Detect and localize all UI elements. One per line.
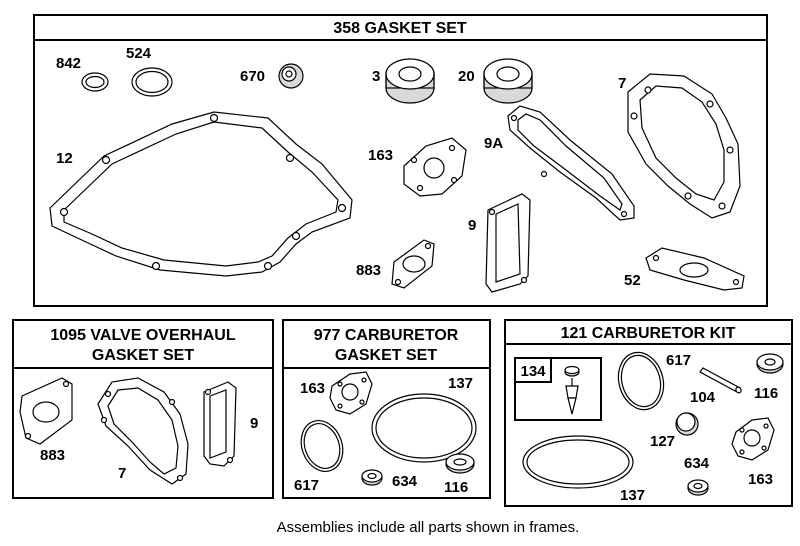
label-116-kit: 116 — [754, 385, 778, 402]
part-617-o-ring — [617, 351, 665, 411]
part-883-exhaust-gasket — [19, 377, 73, 445]
part-137-float-bowl-gasket — [522, 435, 634, 489]
label-883: 883 — [356, 262, 381, 279]
frame-1095-title-line2: GASKET SET — [92, 347, 194, 364]
label-127: 127 — [650, 433, 675, 450]
label-7-valve: 7 — [118, 465, 126, 482]
frame-121-border — [504, 319, 793, 507]
part-12-crankcase-gasket — [49, 111, 353, 277]
sub-box-134-label-box — [514, 357, 552, 383]
label-137-carb: 137 — [448, 375, 473, 392]
sub-box-134-border — [514, 357, 602, 421]
frame-977-title-line1: 977 CARBURETOR — [314, 327, 459, 344]
frame-1095-title-line1: 1095 VALVE OVERHAUL — [50, 327, 235, 344]
footer-note: Assemblies include all parts shown in fr… — [277, 519, 580, 536]
part-20-oil-seal — [483, 58, 533, 104]
label-137-kit: 137 — [620, 487, 645, 504]
part-670-washer — [278, 63, 304, 89]
part-163-intake-gasket — [329, 371, 373, 415]
label-7: 7 — [618, 75, 626, 92]
label-3: 3 — [372, 68, 380, 85]
frame-1095-valve-overhaul: 1095 VALVE OVERHAUL GASKET SET 883 7 9 — [12, 319, 274, 499]
part-134-inlet-needle — [564, 365, 580, 415]
frame-977-title-line2: GASKET SET — [335, 347, 437, 364]
frame-121-carburetor-kit: 121 CARBURETOR KIT 134 617 104 116 — [504, 319, 793, 507]
label-116-carb: 116 — [444, 479, 468, 496]
part-634-washer — [687, 479, 709, 496]
label-163-kit: 163 — [748, 471, 773, 488]
frame-121-title: 121 CARBURETOR KIT — [561, 325, 736, 342]
part-127-welch-plug — [675, 412, 699, 436]
part-7-head-gasket — [97, 377, 189, 485]
frame-977-carburetor-gasket-set: 977 CARBURETOR GASKET SET 163 137 617 63… — [282, 319, 491, 499]
label-634-kit: 634 — [684, 455, 710, 472]
label-617-kit: 617 — [666, 352, 691, 369]
label-9A: 9A — [484, 135, 503, 152]
part-9-valve-cover-gasket — [203, 381, 237, 467]
label-9-valve: 9 — [250, 415, 258, 432]
part-617-o-ring — [300, 420, 344, 472]
part-116-washer — [756, 353, 784, 374]
frame-358-border — [33, 14, 768, 307]
part-163-intake-gasket — [731, 417, 775, 461]
frame-358-title: 358 GASKET SET — [333, 20, 467, 37]
part-3-oil-seal — [385, 58, 435, 104]
label-163-carb: 163 — [300, 380, 325, 397]
label-134: 134 — [520, 363, 546, 380]
part-104-pin — [699, 367, 742, 394]
label-20: 20 — [458, 68, 475, 85]
label-12: 12 — [56, 150, 73, 167]
part-7-head-gasket — [627, 73, 741, 219]
part-634-washer — [361, 469, 383, 486]
label-104: 104 — [690, 389, 716, 406]
label-883-valve: 883 — [40, 447, 65, 464]
part-9-valve-cover-gasket — [485, 193, 531, 293]
frame-1095-border — [12, 319, 274, 499]
label-670: 670 — [240, 68, 265, 85]
label-617-carb: 617 — [294, 477, 319, 494]
label-9: 9 — [468, 217, 476, 234]
part-116-washer — [445, 453, 475, 474]
part-9A-breather-gasket — [507, 105, 635, 221]
label-634-carb: 634 — [392, 473, 418, 490]
label-524: 524 — [126, 45, 152, 62]
label-52: 52 — [624, 272, 641, 289]
label-163: 163 — [368, 147, 393, 164]
frame-977-border — [282, 319, 491, 499]
part-52-gasket — [645, 247, 745, 291]
part-842-ring — [81, 72, 109, 92]
frame-358-gasket-set: 358 GASKET SET 842 524 670 3 — [33, 14, 768, 307]
part-883-exhaust-gasket — [391, 239, 435, 289]
part-163-intake-gasket — [403, 137, 467, 197]
part-524-ring — [131, 67, 173, 97]
part-137-float-bowl-gasket — [371, 393, 477, 463]
label-842: 842 — [56, 55, 81, 72]
